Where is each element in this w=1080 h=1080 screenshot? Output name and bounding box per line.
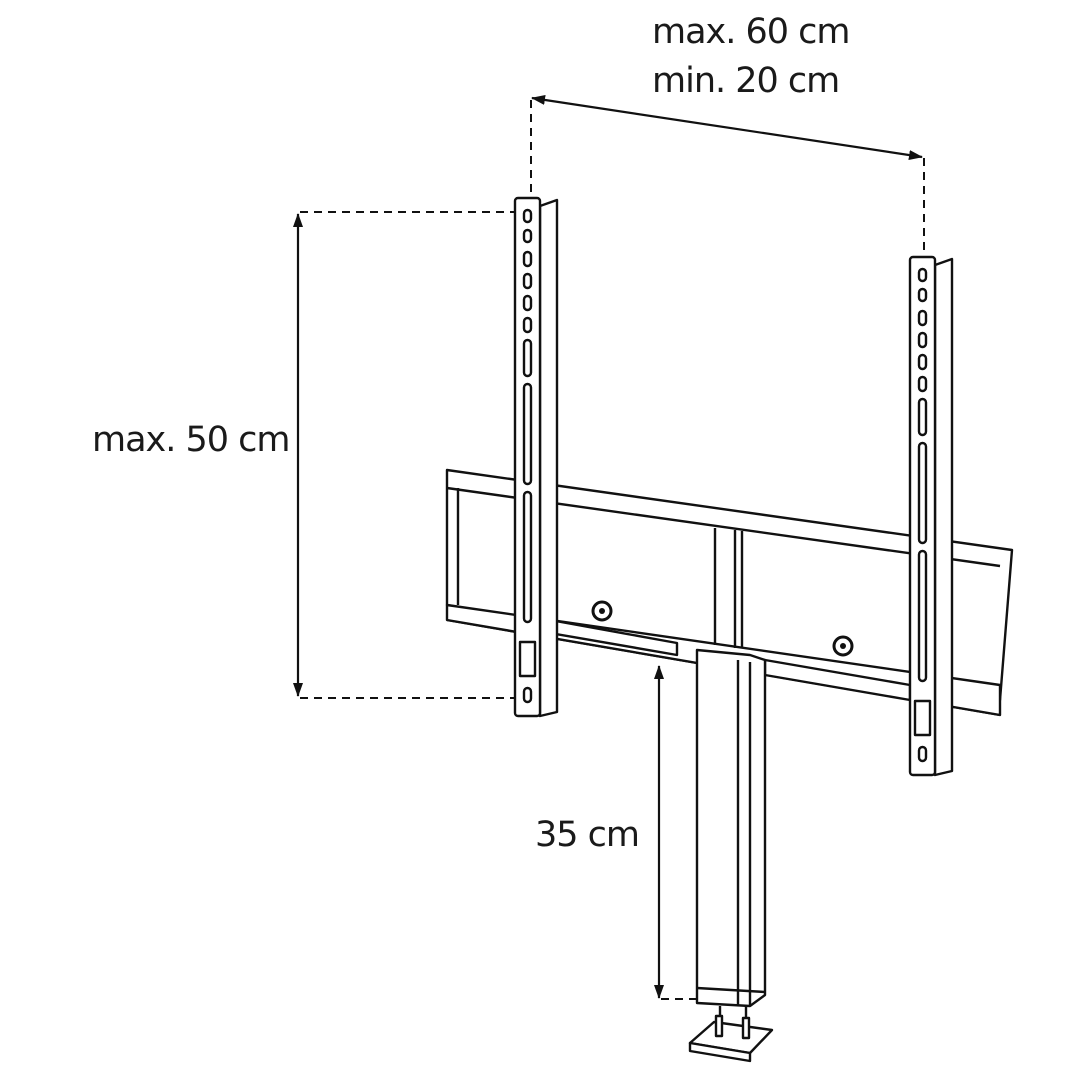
- thumb-screw-right: [832, 635, 854, 657]
- width-max-label: max. 60 cm: [652, 12, 851, 52]
- thumb-screw-left: [591, 600, 613, 622]
- left-vertical-bracket: [513, 196, 559, 718]
- height-dimension: [293, 211, 520, 699]
- column: [695, 648, 767, 1018]
- column-height-label: 35 cm: [535, 815, 640, 855]
- height-max-label: max. 50 cm: [92, 420, 291, 460]
- floor-plate: [688, 1014, 774, 1063]
- right-vertical-bracket: [908, 255, 954, 777]
- column-dimension: [654, 665, 698, 1000]
- width-dimension: [530, 95, 925, 258]
- width-min-label: min. 20 cm: [652, 61, 840, 101]
